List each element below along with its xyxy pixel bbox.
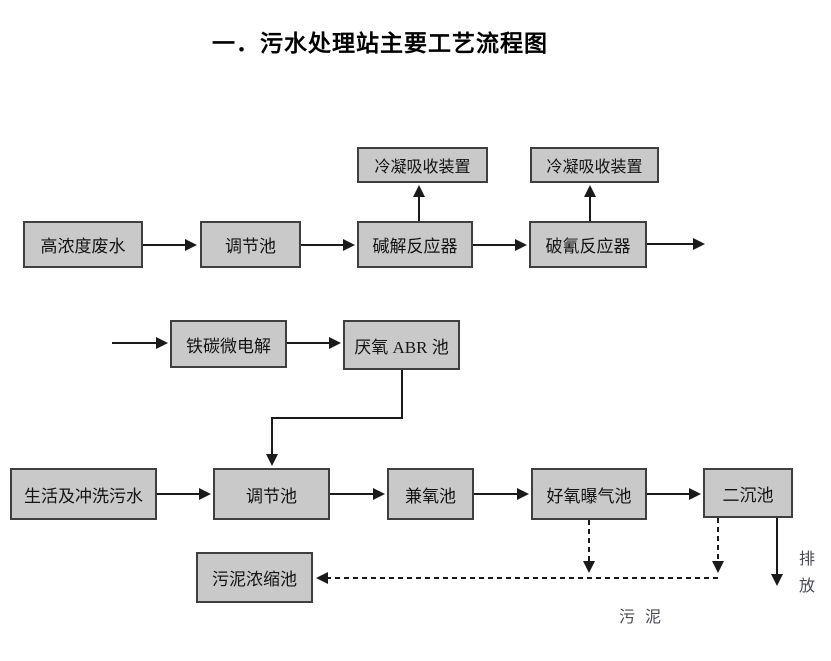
node-label: 调节池 [246, 486, 297, 506]
node-label: 二沉池 [722, 485, 774, 505]
node-regulating-tank-bottom: 调节池 [213, 468, 330, 520]
node-cyanide-breaking-reactor: 破氰反应器 [529, 221, 647, 268]
node-label: 兼氧池 [405, 486, 456, 506]
node-anaerobic-abr-tank: 厌氧 ABR 池 [343, 320, 460, 370]
node-regulating-tank-top: 调节池 [200, 221, 301, 268]
node-label: 冷凝吸收装置 [546, 159, 643, 176]
node-aerobic-aeration-tank: 好氧曝气池 [531, 468, 647, 520]
discharge-label: 排放 [798, 551, 815, 595]
page-title: 一．污水处理站主要工艺流程图 [212, 31, 548, 56]
node-label: 污泥浓缩池 [212, 570, 297, 589]
node-facultative-tank: 兼氧池 [387, 468, 474, 520]
node-condenser-absorber-2: 冷凝吸收装置 [530, 147, 659, 183]
node-label: 高浓度废水 [40, 237, 126, 256]
node-sludge-thickening-tank: 污泥浓缩池 [196, 552, 313, 603]
node-high-concentration-wastewater: 高浓度废水 [23, 221, 143, 268]
node-alkaline-hydrolysis-reactor: 碱解反应器 [357, 221, 473, 268]
node-iron-carbon-micro-electrolysis: 铁碳微电解 [170, 320, 287, 368]
sludge-label: 污 泥 [619, 609, 665, 626]
arrow-abr-to-regulating-bottom [266, 370, 403, 466]
node-label: 破氰反应器 [545, 237, 631, 256]
node-label: 厌氧 ABR 池 [354, 337, 449, 357]
node-secondary-sedimentation-tank: 二沉池 [703, 468, 793, 518]
node-condenser-absorber-1: 冷凝吸收装置 [357, 147, 488, 183]
node-label: 调节池 [225, 237, 276, 256]
node-domestic-flushing-sewage: 生活及冲洗污水 [10, 468, 157, 520]
node-label: 生活及冲洗污水 [24, 486, 143, 506]
node-label: 冷凝吸收装置 [374, 159, 471, 176]
node-label: 碱解反应器 [372, 237, 458, 256]
node-label: 好氧曝气池 [546, 486, 632, 506]
node-label: 铁碳微电解 [186, 336, 271, 356]
